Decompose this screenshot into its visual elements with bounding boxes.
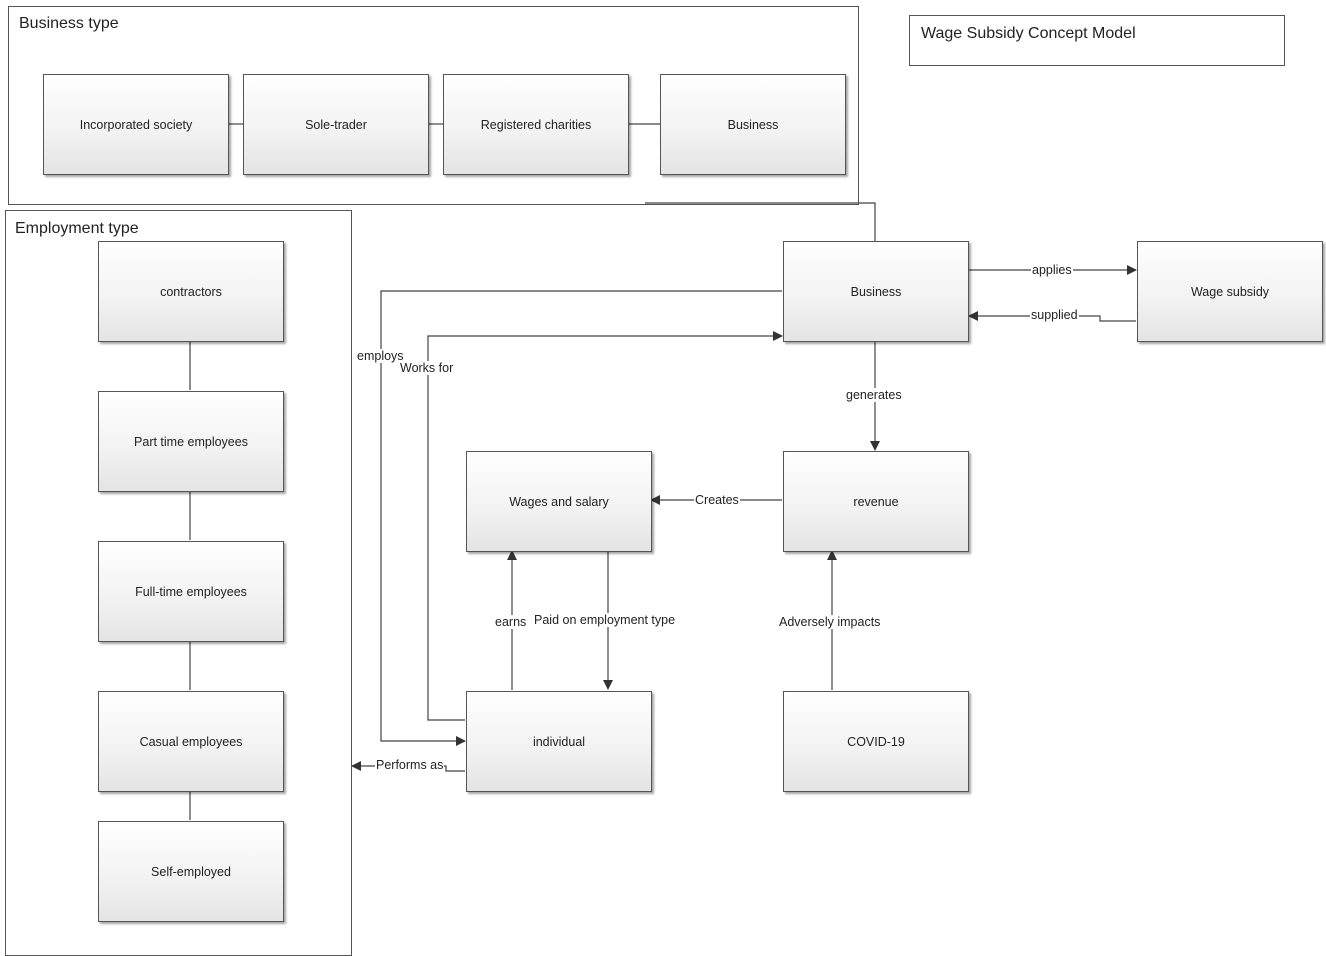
- full-time-employees-box[interactable]: Full-time employees: [98, 541, 284, 642]
- earns-label: earns: [494, 615, 528, 629]
- sole-trader-box[interactable]: Sole-trader: [243, 74, 429, 175]
- wage-subsidy-box[interactable]: Wage subsidy: [1137, 241, 1323, 342]
- business-type-group: [8, 6, 859, 205]
- employment-type-title: Employment type: [15, 220, 139, 237]
- casual-employees-box[interactable]: Casual employees: [98, 691, 284, 792]
- employs-arrow: [380, 290, 782, 746]
- employs-label: employs: [356, 349, 405, 363]
- contractors-box[interactable]: contractors: [98, 241, 284, 342]
- diagram-title: Wage Subsidy Concept Model: [909, 15, 1285, 66]
- works-for-arrow: [427, 331, 783, 721]
- self-employed-box[interactable]: Self-employed: [98, 821, 284, 922]
- adversely-impacts-label: Adversely impacts: [778, 615, 882, 629]
- wages-and-salary-box[interactable]: Wages and salary: [466, 451, 652, 552]
- supplied-label: supplied: [1030, 308, 1079, 322]
- covid-19-box[interactable]: COVID-19: [783, 691, 969, 792]
- works-for-label: Works for: [399, 361, 455, 375]
- business-box[interactable]: Business: [783, 241, 969, 342]
- revenue-box[interactable]: revenue: [783, 451, 969, 552]
- business-type-link: [645, 202, 876, 241]
- incorporated-society-box[interactable]: Incorporated society: [43, 74, 229, 175]
- business-type-business-box[interactable]: Business: [660, 74, 846, 175]
- applies-label: applies: [1031, 263, 1073, 277]
- registered-charities-box[interactable]: Registered charities: [443, 74, 629, 175]
- performs-as-label: Performs as: [375, 758, 445, 772]
- part-time-employees-box[interactable]: Part time employees: [98, 391, 284, 492]
- business-type-title: Business type: [19, 15, 119, 32]
- creates-label: Creates: [694, 493, 740, 507]
- paid-on-employment-type-label: Paid on employment type: [533, 613, 677, 627]
- individual-box[interactable]: individual: [466, 691, 652, 792]
- generates-label: generates: [845, 388, 903, 402]
